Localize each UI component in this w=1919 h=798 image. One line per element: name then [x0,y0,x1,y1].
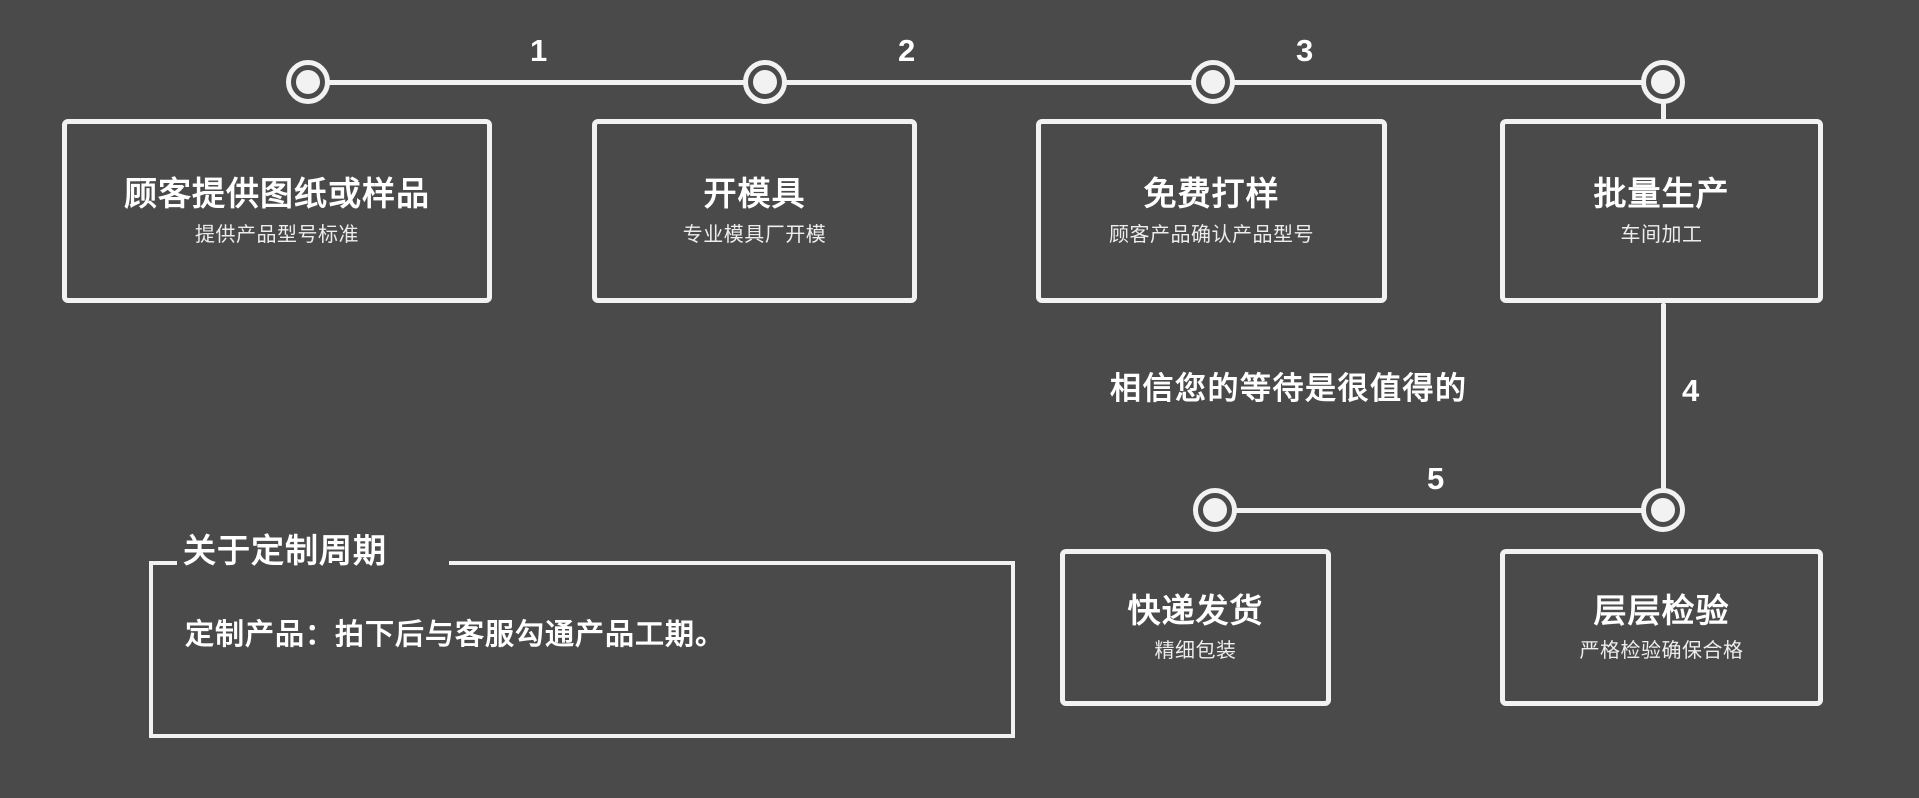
step-subtitle: 顾客产品确认产品型号 [1109,223,1314,246]
connector-line-vertical [1661,303,1666,513]
step-title: 顾客提供图纸或样品 [124,175,430,213]
step-box-3[interactable]: 免费打样 顾客产品确认产品型号 [1036,119,1387,303]
note-legend: 关于定制周期 [183,532,387,569]
note-border-left [149,561,153,738]
connector-label-4: 4 [1682,373,1700,408]
connector-line-bottom [1215,508,1665,513]
step-subtitle: 提供产品型号标准 [195,223,359,246]
step-title: 快递发货 [1127,591,1264,629]
connector-label-5: 5 [1427,461,1445,496]
step-title: 批量生产 [1593,175,1730,213]
step-subtitle: 精细包装 [1154,640,1237,663]
note-border-right [1011,561,1015,738]
note-border-bottom [149,734,1015,738]
connector-label-2: 2 [898,33,916,68]
step-title: 免费打样 [1143,175,1280,213]
step-box-1[interactable]: 顾客提供图纸或样品 提供产品型号标准 [62,119,492,303]
note-body: 定制产品：拍下后与客服勾通产品工期。 [185,619,726,651]
step-title: 开模具 [703,175,806,213]
note-border-top-left [149,561,177,565]
flow-node-1 [286,60,330,104]
custom-cycle-note-panel: 关于定制周期 定制产品：拍下后与客服勾通产品工期。 [149,532,1015,738]
step-box-5[interactable]: 层层检验 严格检验确保合格 [1500,549,1823,706]
slogan-text: 相信您的等待是很值得的 [1110,371,1468,406]
step-box-2[interactable]: 开模具 专业模具厂开模 [592,119,917,303]
connector-label-1: 1 [530,33,548,68]
flow-node-4 [1641,60,1685,104]
step-subtitle: 车间加工 [1620,223,1703,246]
flow-node-5 [1641,488,1685,532]
connector-label-3: 3 [1296,33,1314,68]
connector-line-top [308,80,1665,85]
flow-node-6 [1193,488,1237,532]
step-subtitle: 严格检验确保合格 [1579,640,1744,663]
flow-node-2 [743,60,787,104]
flow-node-3 [1191,60,1235,104]
note-border-top-right [449,561,1015,565]
step-subtitle: 专业模具厂开模 [682,223,827,246]
step-box-4[interactable]: 批量生产 车间加工 [1500,119,1823,303]
step-box-6[interactable]: 快递发货 精细包装 [1060,549,1331,706]
step-title: 层层检验 [1593,591,1730,629]
